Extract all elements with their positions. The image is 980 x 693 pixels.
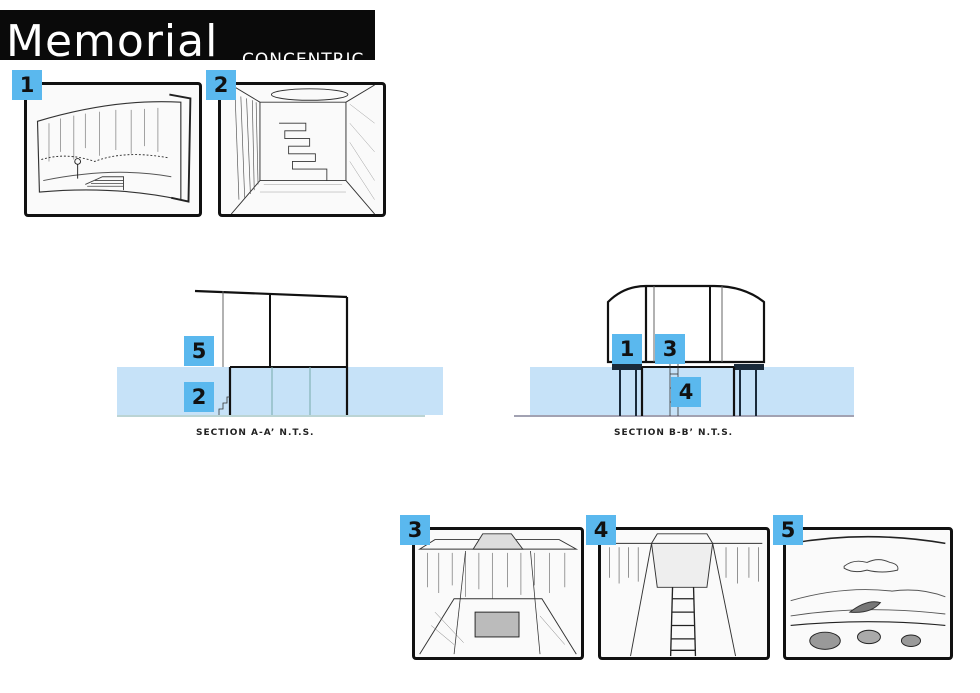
- section-a-marker-5: 5: [184, 336, 214, 366]
- sketch-1-badge: 1: [12, 70, 42, 100]
- sketch-4-ladder: [598, 527, 770, 660]
- sketch-2-drawing: [230, 85, 375, 214]
- section-b-drawing: 1 3 4: [514, 282, 856, 422]
- sketch-1-drawing: [36, 93, 192, 203]
- sketch-5-badge: 5: [773, 515, 803, 545]
- section-b-marker-4: 4: [671, 377, 701, 407]
- page-subtitle: CONCENTRIC: [242, 50, 365, 70]
- sketch-3-room: [412, 527, 584, 660]
- sketch-3-badge: 3: [400, 515, 430, 545]
- sketch-5-view: [783, 527, 953, 660]
- section-b-marker-3: 3: [655, 334, 685, 364]
- section-b-marker-1: 1: [612, 334, 642, 364]
- section-a-svg: [117, 289, 443, 417]
- section-b-caption: SECTION B-B’ N.T.S.: [614, 428, 734, 438]
- sketch-3-drawing: [418, 533, 579, 655]
- sketch-4-badge: 4: [586, 515, 616, 545]
- sketch-5-drawing: [790, 535, 946, 650]
- sketch-2-badge: 2: [206, 70, 236, 100]
- section-a-caption: SECTION A-A’ N.T.S.: [196, 428, 315, 438]
- sketch-4-drawing: [605, 533, 763, 657]
- title-bar: Memorial CONCENTRIC: [0, 10, 375, 69]
- section-a-marker-2: 2: [184, 382, 214, 412]
- page-title: Memorial: [6, 16, 219, 67]
- section-a-drawing: 5 2: [117, 285, 447, 420]
- sketch-2-stairway: [218, 82, 386, 217]
- sketch-1-chamber: [24, 82, 202, 217]
